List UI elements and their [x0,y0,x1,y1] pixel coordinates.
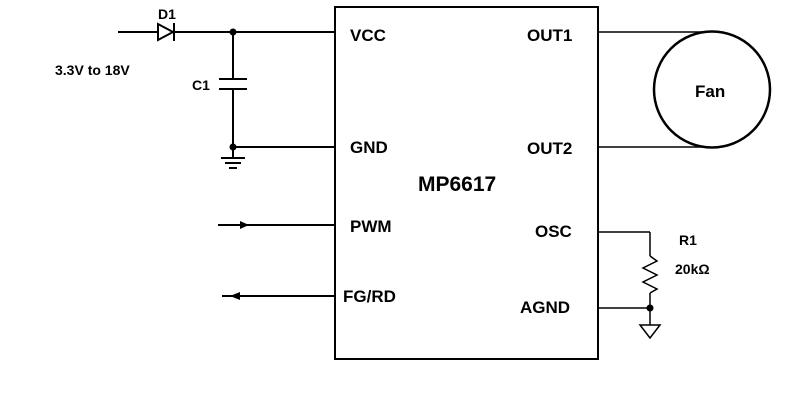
resistor-value: 20kΩ [675,261,710,277]
diode-d1 [157,22,176,42]
arrow-right-icon [240,221,249,229]
capacitor-label: C1 [192,77,210,93]
pin-out1-label: OUT1 [527,26,572,45]
analog-ground-icon [638,308,662,340]
osc-wire [598,231,651,256]
fan-wires [598,31,712,148]
pin-osc-label: OSC [535,222,572,241]
fan-label: Fan [695,82,725,101]
pin-fgrd-label: FG/RD [343,287,396,306]
pin-gnd-label: GND [350,138,388,157]
resistor-r1 [641,255,659,294]
ground-icon [221,147,245,169]
ic-body [334,6,599,360]
supply-range-label: 3.3V to 18V [55,62,130,78]
pin-out2-label: OUT2 [527,139,572,158]
pin-pwm-label: PWM [350,217,392,236]
arrow-left-icon [230,292,240,300]
diode-label: D1 [158,6,176,22]
pwm-input-wire [218,221,335,229]
resistor-label: R1 [679,232,697,248]
ic-name: MP6617 [418,173,496,196]
fgrd-output-wire [222,292,335,300]
fan-circle [652,30,772,149]
pin-agnd-label: AGND [520,298,570,317]
capacitor-c1 [219,32,247,147]
pin-vcc-label: VCC [350,26,386,45]
